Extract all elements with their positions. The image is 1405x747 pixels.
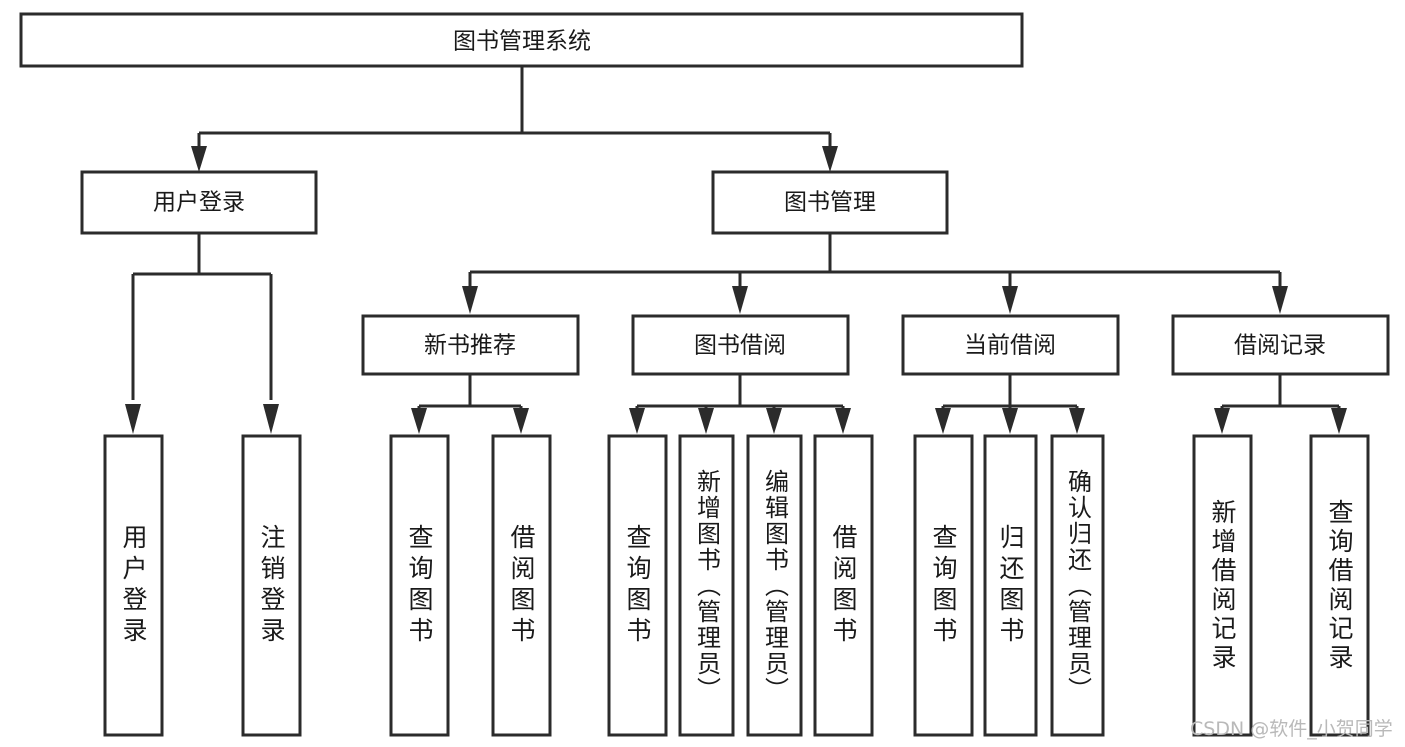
arrow-book-borrow — [732, 286, 748, 314]
arrow-leaf-borrow-book-2 — [835, 408, 851, 434]
leaf-group-book-borrow — [607, 434, 874, 737]
node-current-borrow-label: 当前借阅 — [964, 333, 1056, 359]
node-book-borrow[interactable]: 图书借阅 — [631, 314, 850, 376]
node-new-book-recommend-label: 新书推荐 — [424, 333, 516, 359]
node-book-manage-box[interactable] — [711, 170, 949, 235]
leaf-group-user-login — [103, 434, 302, 737]
arrow-leaf-query-book-1 — [411, 408, 427, 434]
arrow-book-manage — [822, 146, 838, 172]
node-user-login-box[interactable] — [80, 170, 318, 235]
arrow-user-login — [191, 146, 207, 172]
leaf-group-new-book-recommend — [389, 434, 552, 737]
arrow-leaf-add-record — [1214, 408, 1230, 434]
arrow-leaf-user-logout — [263, 404, 279, 434]
node-root-box[interactable] — [19, 12, 1024, 68]
node-current-borrow-box[interactable] — [901, 314, 1120, 376]
leaf-add-book-box[interactable] — [678, 434, 735, 737]
leaf-query-book-1-box[interactable] — [389, 434, 450, 737]
node-book-manage-label: 图书管理 — [784, 190, 876, 216]
connector-group — [125, 66, 1347, 434]
node-root[interactable]: 图书管理系统 — [19, 12, 1024, 68]
node-root-label: 图书管理系统 — [453, 29, 591, 55]
leaf-group-current-borrow — [913, 434, 1105, 737]
arrow-leaf-edit-book — [766, 408, 782, 434]
arrow-leaf-query-book-3 — [935, 408, 951, 434]
leaf-add-record-box[interactable] — [1192, 434, 1253, 737]
leaf-user-logout-box[interactable] — [241, 434, 302, 737]
leaf-return-book-box[interactable] — [983, 434, 1038, 737]
arrow-leaf-add-book — [698, 408, 714, 434]
node-borrow-record-label: 借阅记录 — [1234, 333, 1326, 359]
node-borrow-record[interactable]: 借阅记录 — [1171, 314, 1390, 376]
arrow-leaf-return-book — [1002, 408, 1018, 434]
node-user-login-label: 用户登录 — [153, 190, 245, 216]
node-new-book-recommend-box[interactable] — [361, 314, 580, 376]
arrow-new-book-recommend — [462, 286, 478, 314]
leaf-borrow-book-2-box[interactable] — [813, 434, 874, 737]
arrow-leaf-user-login — [125, 404, 141, 434]
leaf-user-login-box[interactable] — [103, 434, 164, 737]
leaf-edit-book-box[interactable] — [746, 434, 803, 737]
node-user-login[interactable]: 用户登录 — [80, 170, 318, 235]
leaf-borrow-book-1-box[interactable] — [491, 434, 552, 737]
arrow-current-borrow — [1002, 286, 1018, 314]
arrow-leaf-query-book-2 — [629, 408, 645, 434]
leaf-group-borrow-record — [1192, 434, 1370, 737]
node-current-borrow[interactable]: 当前借阅 — [901, 314, 1120, 376]
leaf-query-record-box[interactable] — [1309, 434, 1370, 737]
node-borrow-record-box[interactable] — [1171, 314, 1390, 376]
leaf-query-book-2-box[interactable] — [607, 434, 668, 737]
node-book-borrow-label: 图书借阅 — [694, 333, 786, 359]
arrow-leaf-confirm-return — [1069, 408, 1085, 434]
arrow-leaf-query-record — [1331, 408, 1347, 434]
leaf-query-book-3-box[interactable] — [913, 434, 974, 737]
arrow-leaf-borrow-book-1 — [513, 408, 529, 434]
leaf-confirm-return-box[interactable] — [1050, 434, 1105, 737]
arrow-borrow-record — [1272, 286, 1288, 314]
node-book-manage[interactable]: 图书管理 — [711, 170, 949, 235]
node-book-borrow-box[interactable] — [631, 314, 850, 376]
node-new-book-recommend[interactable]: 新书推荐 — [361, 314, 580, 376]
